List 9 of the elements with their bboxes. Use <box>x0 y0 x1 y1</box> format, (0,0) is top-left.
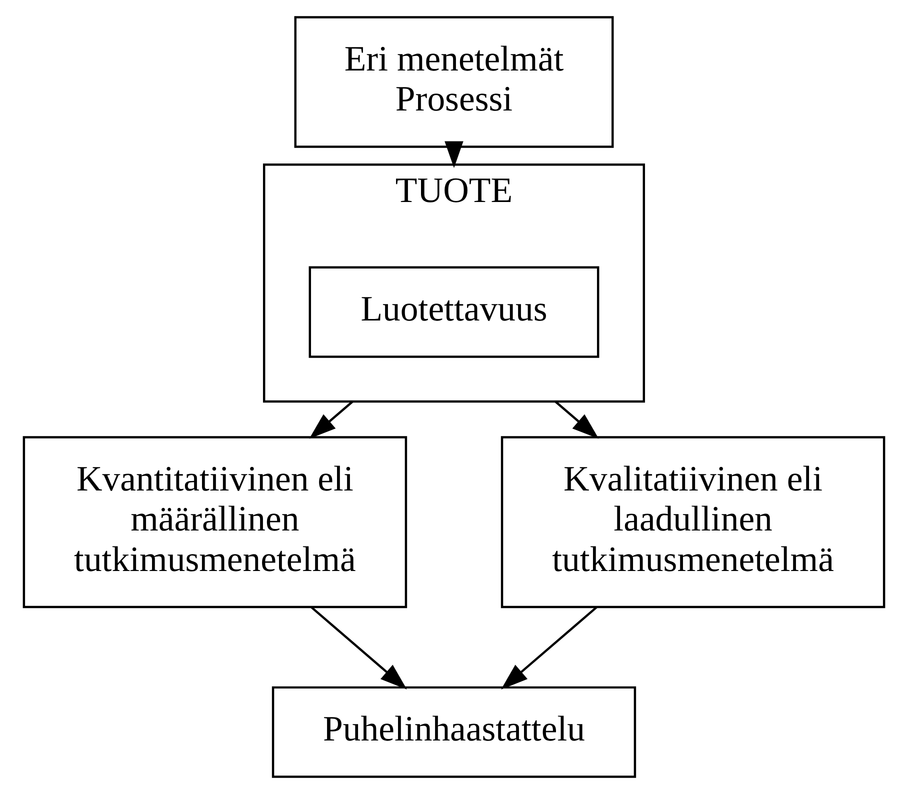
node-box: Puhelinhaastattelu <box>272 686 636 778</box>
node-box: Luotettavuus <box>308 266 600 358</box>
arrow <box>444 141 464 168</box>
arrow <box>309 400 354 439</box>
arrow <box>310 606 407 690</box>
node-box: Kvalitatiivinen eli laadullinen tutkimusmenetelmä <box>500 436 886 608</box>
node-box: Kvantitatiivinen eli määrällinen tutkimusmenetelmä <box>22 436 408 608</box>
arrow <box>501 606 598 690</box>
arrow <box>554 400 599 439</box>
